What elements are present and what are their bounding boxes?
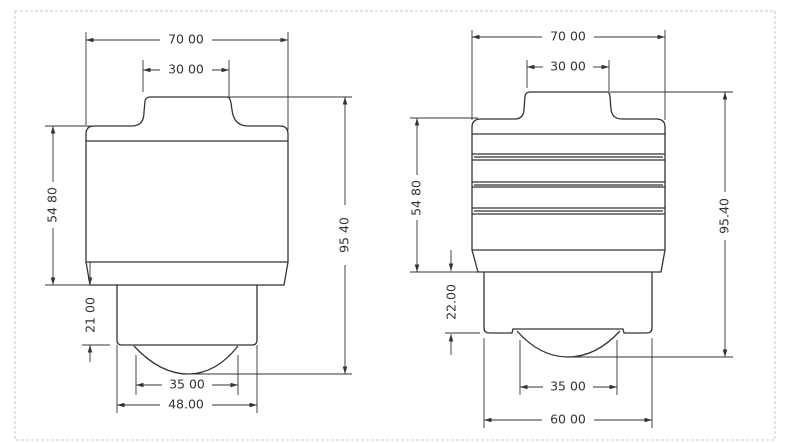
dim-right-width-overall: 70 00 [550, 29, 586, 44]
dim-right-height-lower: 22.00 [444, 284, 459, 320]
left-view: 70 00 30 00 95 40 54 80 21 00 35 00 48.0… [45, 32, 352, 413]
left-body-outline [85, 96, 289, 286]
dim-left-ball-diameter: 35 00 [169, 377, 205, 392]
dim-right-width-top: 30 00 [550, 59, 586, 74]
dim-left-height-lower: 21 00 [83, 297, 98, 333]
right-body-outline [471, 91, 666, 273]
right-lower-cylinder [483, 272, 653, 334]
left-ball [133, 345, 239, 375]
dim-left-width-top: 30 00 [168, 62, 204, 77]
dim-right-ball-diameter: 35 00 [550, 379, 586, 394]
dim-right-lower-diameter: 60 00 [550, 412, 586, 427]
right-ball [516, 330, 621, 358]
left-lower-cylinder [116, 285, 258, 346]
dim-right-height-overall: 95.40 [717, 198, 732, 234]
dim-left-height-overall: 95 40 [337, 217, 352, 253]
drawing-border [14, 10, 776, 441]
dim-left-width-overall: 70 00 [168, 32, 204, 47]
right-view: 70 00 30 00 95.40 54 80 22.00 35 00 60 0… [409, 29, 733, 428]
dim-right-height-body: 54 80 [409, 180, 424, 216]
dim-left-height-body: 54 80 [45, 187, 60, 223]
dim-left-lower-diameter: 48.00 [168, 397, 204, 412]
